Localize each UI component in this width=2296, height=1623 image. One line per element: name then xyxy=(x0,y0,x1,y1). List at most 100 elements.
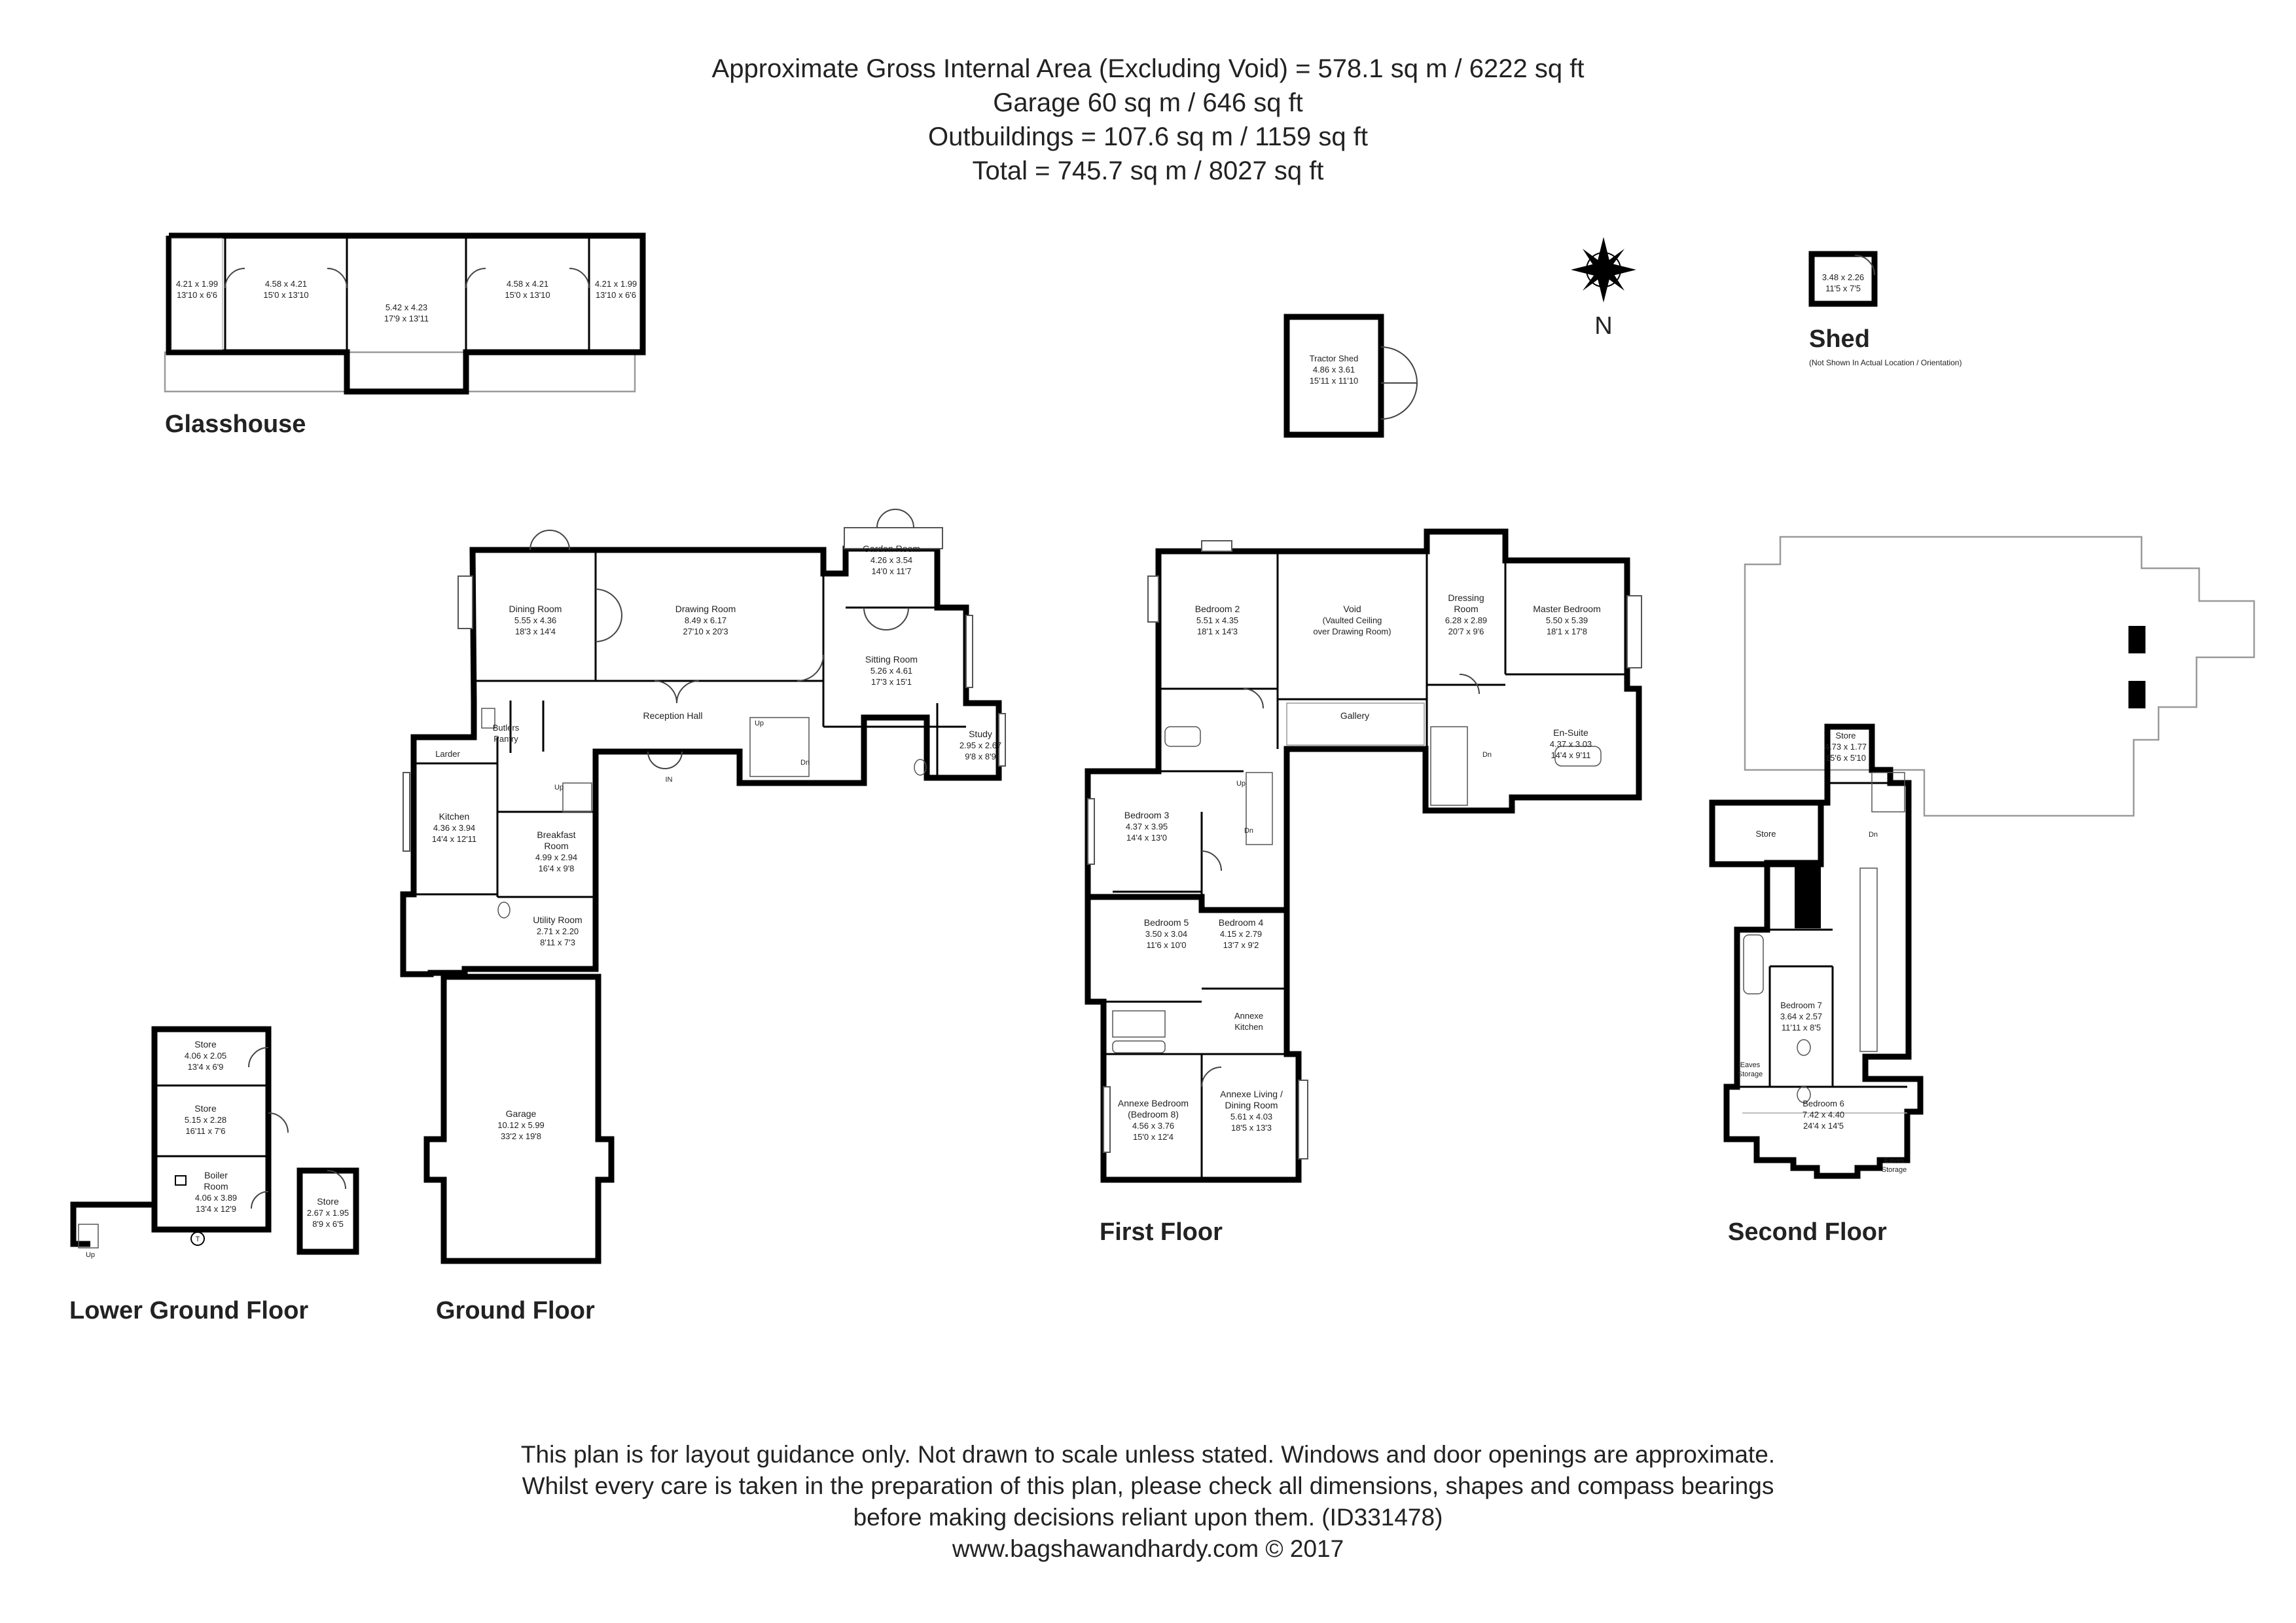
bedroom-3-imperial: 14'4 x 13'0 xyxy=(1126,833,1167,843)
stairs-icon xyxy=(562,782,592,812)
window xyxy=(1103,1086,1111,1153)
lower-ground-floor-title: Lower Ground Floor xyxy=(69,1297,308,1324)
tank-icon xyxy=(190,1231,205,1246)
ground-floor-title: Ground Floor xyxy=(436,1297,595,1324)
disclaimer-line-1: This plan is for layout guidance only. N… xyxy=(521,1441,1775,1468)
door-swing xyxy=(797,654,824,682)
annexe-living-name1: Annexe Living / xyxy=(1220,1089,1283,1099)
shed-imperial: 11'5 x 7'5 xyxy=(1825,283,1861,293)
compass-north-label: N xyxy=(1594,312,1612,340)
area-outbuildings-text: Outbuildings = 107.6 sq m / 1159 sq ft xyxy=(928,122,1368,151)
first-dn-label: Dn xyxy=(1244,827,1253,835)
eaves-storage-2-l2: Storage xyxy=(1882,1166,1907,1174)
lg-store3-name: Store xyxy=(317,1196,339,1207)
bedroom-6-imperial: 24'4 x 14'5 xyxy=(1803,1121,1844,1131)
glasshouse-room3-imperial: 17'9 x 13'11 xyxy=(384,314,429,323)
door-swing xyxy=(465,268,486,289)
door-swing xyxy=(1380,382,1418,420)
drawing-room-imperial: 27'10 x 20'3 xyxy=(683,627,728,636)
ground-floor-plan: Dining Room 5.55 x 4.36 18'3 x 14'4 Draw… xyxy=(400,509,1006,1324)
toilet-icon xyxy=(1797,1039,1811,1056)
ground-up-label-2: Up xyxy=(554,784,564,792)
door-swing xyxy=(1854,255,1875,276)
bedroom-2-name: Bedroom 2 xyxy=(1195,604,1240,614)
french-doors xyxy=(876,509,914,528)
dining-room-metric: 5.55 x 4.36 xyxy=(514,615,556,625)
kitchen-metric: 4.36 x 3.94 xyxy=(433,823,475,833)
gallery-label: Gallery xyxy=(1340,710,1369,721)
tractor-shed-metric: 4.86 x 3.61 xyxy=(1313,365,1355,374)
door-swing xyxy=(1201,850,1222,871)
gallery-balustrade xyxy=(1286,702,1425,746)
glasshouse-room4-imperial: 15'0 x 13'10 xyxy=(505,290,550,300)
lower-ground-passage xyxy=(70,1201,158,1247)
first-floor-walls xyxy=(1085,528,1642,913)
shed-plan: 3.48 x 2.26 11'5 x 7'5 Shed (Not Shown I… xyxy=(1808,251,1962,367)
master-bedroom-metric: 5.50 x 5.39 xyxy=(1546,615,1588,625)
door-swing xyxy=(224,268,245,289)
website-copyright: www.bagshawandhardy.com © 2017 xyxy=(952,1535,1344,1562)
door-swing xyxy=(248,1047,269,1068)
first-dn-label-2: Dn xyxy=(1482,751,1492,759)
annexe-kitchen-label2: Kitchen xyxy=(1234,1022,1263,1032)
lg-store1-imperial: 13'4 x 6'9 xyxy=(188,1062,224,1072)
glasshouse-room1-imperial: 13'10 x 6'6 xyxy=(177,290,217,300)
bedroom-5-name: Bedroom 5 xyxy=(1144,917,1189,928)
dressing-room-name1: Dressing xyxy=(1448,593,1484,603)
glasshouse-room2-metric: 4.58 x 4.21 xyxy=(265,279,307,289)
annexe-living-metric: 5.61 x 4.03 xyxy=(1230,1112,1272,1122)
glasshouse-title: Glasshouse xyxy=(165,410,306,438)
glasshouse-room3-metric: 5.42 x 4.23 xyxy=(386,302,427,312)
garage-imperial: 33'2 x 19'8 xyxy=(501,1131,541,1141)
window xyxy=(965,615,973,688)
boiler-room-metric: 4.06 x 3.89 xyxy=(195,1193,237,1203)
area-total-text: Total = 745.7 sq m / 8027 sq ft xyxy=(973,156,1324,185)
bedroom-2-imperial: 18'1 x 14'3 xyxy=(1197,627,1238,636)
bedroom-4-name: Bedroom 4 xyxy=(1219,917,1264,928)
annexe-walls xyxy=(1085,897,1302,1183)
bath-icon xyxy=(1743,934,1764,994)
bedroom-2-metric: 5.51 x 4.35 xyxy=(1196,615,1238,625)
door-swing xyxy=(569,268,590,289)
dining-room-name: Dining Room xyxy=(509,604,562,614)
toilet-icon xyxy=(497,902,511,919)
shed-metric: 3.48 x 2.26 xyxy=(1822,272,1864,282)
window xyxy=(1147,575,1159,623)
garden-room-metric: 4.26 x 3.54 xyxy=(870,555,912,565)
double-doors xyxy=(595,589,622,642)
butlers-pantry-label2: Pantry xyxy=(493,734,518,744)
tank-label: T xyxy=(196,1235,200,1243)
glasshouse-walls xyxy=(166,232,646,395)
eaves-storage-1-l1: Eaves xyxy=(1740,1061,1761,1069)
bedroom-7-metric: 3.64 x 2.57 xyxy=(1780,1012,1822,1021)
annexe-bedroom-name1: Annexe Bedroom xyxy=(1118,1098,1189,1108)
garden-room-imperial: 14'0 x 11'7 xyxy=(871,566,911,576)
study-imperial: 9'8 x 8'9 xyxy=(965,752,996,761)
disclaimer-line-3: before making decisions reliant upon the… xyxy=(853,1504,1443,1531)
boiler-room-name2: Room xyxy=(204,1181,228,1192)
french-doors xyxy=(529,530,570,551)
window xyxy=(457,575,473,629)
reception-hall-label: Reception Hall xyxy=(643,710,702,721)
glasshouse-base xyxy=(164,351,636,393)
door-swing xyxy=(1459,674,1480,695)
bedroom-7-imperial: 11'11 x 8'5 xyxy=(1782,1023,1821,1032)
second-floor-plan: Store 4.73 x 1.77 15'6 x 5'10 Store Bedr… xyxy=(1709,536,2255,1246)
void-name: Void xyxy=(1343,604,1361,614)
rooflight-icon xyxy=(2128,681,2145,708)
dressing-room-imperial: 20'7 x 9'6 xyxy=(1448,627,1484,636)
annexe-bedroom-metric: 4.56 x 3.76 xyxy=(1132,1121,1174,1131)
master-bedroom-name: Master Bedroom xyxy=(1533,604,1600,614)
lg-store1-metric: 4.06 x 2.05 xyxy=(185,1051,226,1061)
en-suite-metric: 4.37 x 3.03 xyxy=(1550,739,1592,749)
glasshouse-room5-imperial: 13'10 x 6'6 xyxy=(596,290,636,300)
tractor-shed-plan: Tractor Shed 4.86 x 3.61 15'11 x 11'10 xyxy=(1283,314,1418,438)
lg-store3-metric: 2.67 x 1.95 xyxy=(307,1208,349,1218)
lower-ground-up-label: Up xyxy=(86,1251,95,1259)
breakfast-room-imperial: 16'4 x 9'8 xyxy=(539,864,575,873)
eaves-storage-1-l2: Storage xyxy=(1738,1070,1763,1078)
sitting-room-name: Sitting Room xyxy=(865,654,918,665)
en-suite-name: En-Suite xyxy=(1553,727,1588,738)
garage-name: Garage xyxy=(506,1108,537,1119)
dining-room-imperial: 18'3 x 14'4 xyxy=(515,627,556,636)
